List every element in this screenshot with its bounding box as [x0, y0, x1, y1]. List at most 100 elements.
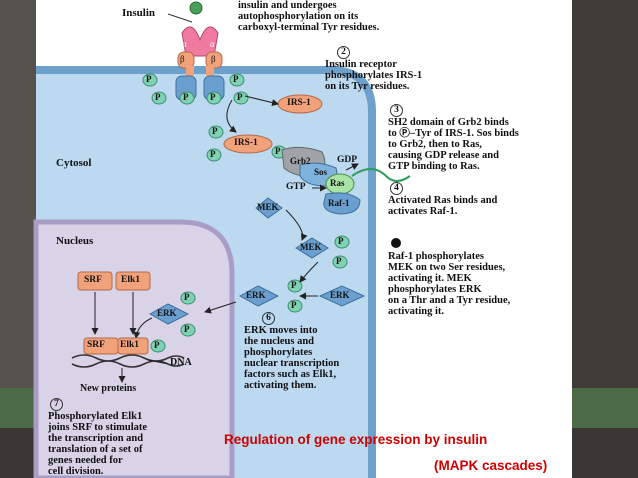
sos-label: Sos: [314, 167, 328, 177]
elk1-bound-label: Elk1: [120, 340, 140, 350]
alpha-label-left: α: [182, 39, 187, 49]
step6-line: the nucleus and: [244, 336, 315, 348]
step7-line: joins SRF to stimulate: [48, 422, 148, 434]
arrow-erk-into-nucleus: [204, 301, 237, 314]
step2-text: 2 Insulin receptor phosphorylates IRS-1 …: [325, 46, 422, 92]
dna-strand-1: [71, 354, 185, 362]
new-proteins-label: New proteins: [80, 383, 137, 394]
p-label: P: [183, 92, 189, 102]
step6-line: activating them.: [244, 380, 317, 392]
step6-line: nuclear transcription: [244, 358, 340, 370]
p-label: P: [233, 74, 239, 84]
cytosol-label: Cytosol: [56, 157, 92, 169]
ras-lipid-anchor: [351, 168, 411, 182]
erk-protein-nuclear: [148, 303, 190, 325]
step3-line: GTP binding to Ras.: [388, 161, 480, 173]
alpha-label-right: α: [210, 39, 215, 49]
step7-text: 7 Phosphorylated Elk1 joins SRF to stimu…: [48, 398, 147, 477]
step7-number: 7: [50, 398, 63, 411]
step5-text: Raf-1 phosphorylates MEK on two Ser resi…: [388, 251, 510, 317]
arrow-raf-mek: [285, 209, 308, 241]
mek-phospho-1: [334, 235, 350, 249]
step1-line: carboxyl-terminal Tyr residues.: [238, 22, 380, 34]
step3-text: 3 SH2 domain of Grb2 binds to Ⓟ–Tyr of I…: [388, 104, 519, 172]
plasma-membrane: [36, 66, 376, 478]
step7-line: translation of a set of: [48, 444, 143, 456]
step6-line: phosphorylates: [244, 347, 313, 359]
dna-strand-2: [71, 360, 185, 368]
p-label: P: [275, 146, 281, 156]
erk-label-inactive: ERK: [330, 290, 350, 300]
step6-number: 6: [262, 312, 275, 325]
step2-line: Insulin receptor: [325, 59, 397, 70]
gdp-label: GDP: [337, 155, 358, 165]
erk-phospho-1: [287, 279, 303, 293]
p-label: P: [212, 126, 218, 136]
mek-phospho-2: [332, 255, 348, 269]
irs1-label-top: IRS-1: [287, 98, 311, 108]
p-label: P: [336, 256, 342, 266]
p-label: P: [155, 92, 161, 102]
erk-phospho-2: [287, 299, 303, 313]
raf1-protein: [323, 192, 361, 215]
elk1-protein: [115, 271, 151, 291]
step7-line: cell division.: [48, 466, 104, 478]
insulin-leader-line: [167, 13, 193, 23]
step2-line: phosphorylates IRS-1: [325, 70, 423, 82]
nucleus-label: Nucleus: [56, 235, 94, 247]
elk1-label: Elk1: [121, 275, 141, 285]
dna-label: DNA: [170, 357, 192, 368]
ras-label: Ras: [330, 178, 345, 188]
caption-subtitle: (MAPK cascades): [434, 458, 548, 473]
elk1-bound: [117, 337, 149, 355]
beta-label-left: β: [180, 54, 185, 64]
raf1-label: Raf-1: [328, 198, 350, 208]
p-label: P: [338, 236, 344, 246]
erk-protein-inactive: [318, 285, 366, 307]
elk1-bound-phospho: [150, 339, 166, 353]
p-label: P: [210, 92, 216, 102]
arrow-mek-erk: [299, 261, 319, 283]
arrow-gdp-release: [345, 163, 359, 171]
p-label: P: [184, 292, 190, 302]
p-label: P: [146, 74, 152, 84]
step4-number: 4: [390, 182, 403, 195]
arrow-irs1-down: [226, 99, 237, 133]
srf-label: SRF: [84, 275, 102, 285]
step3-number: 3: [390, 104, 403, 117]
erk-nuclear-phospho-2: [180, 323, 196, 337]
step5-line: phosphorylates ERK: [388, 284, 482, 296]
srf-protein: [77, 271, 113, 291]
step3-line: SH2 domain of Grb2 binds: [388, 117, 509, 128]
step5-line: activating it.: [388, 306, 444, 318]
step1-text: insulin and undergoes autophosphorylatio…: [238, 0, 379, 33]
step5-bullet: [391, 238, 401, 248]
mek-protein-active: [295, 237, 329, 259]
insulin-molecule: [189, 1, 203, 15]
arrow-receptor-to-irs1: [244, 95, 279, 106]
step4-text: 4 Activated Ras binds and activates Raf-…: [388, 182, 497, 217]
step6-text: 6 ERK moves into the nucleus and phospho…: [244, 312, 339, 391]
erk-label-active: ERK: [246, 290, 266, 300]
step1-line: insulin and undergoes: [238, 0, 337, 11]
caption-title: Regulation of gene expression by insulin: [224, 432, 488, 447]
step5-line: on a Thr and a Tyr residue,: [388, 295, 511, 307]
p-label: P: [291, 300, 297, 310]
p-label: P: [184, 324, 190, 334]
step3-line: to Ⓟ–Tyr of IRS-1. Sos binds: [388, 128, 519, 140]
step5-line: activating it. MEK: [388, 273, 472, 285]
step6-line: ERK moves into: [244, 325, 318, 336]
step7-line: Phosphorylated Elk1: [48, 411, 143, 422]
step2-number: 2: [337, 46, 350, 59]
gtp-label: GTP: [286, 182, 306, 192]
erk-nuclear-phospho-1: [180, 291, 196, 305]
mek-label-inactive: MEK: [257, 202, 279, 212]
erk-protein-active: [238, 285, 280, 307]
mek-protein-inactive: [255, 197, 283, 219]
step3-line: to Grb2, then to Ras,: [388, 139, 482, 151]
srf-bound-label: SRF: [87, 340, 105, 350]
mek-label-active: MEK: [300, 242, 322, 252]
step6-line: factors such as Elk1,: [244, 369, 337, 381]
insulin-receptor: [175, 26, 225, 101]
